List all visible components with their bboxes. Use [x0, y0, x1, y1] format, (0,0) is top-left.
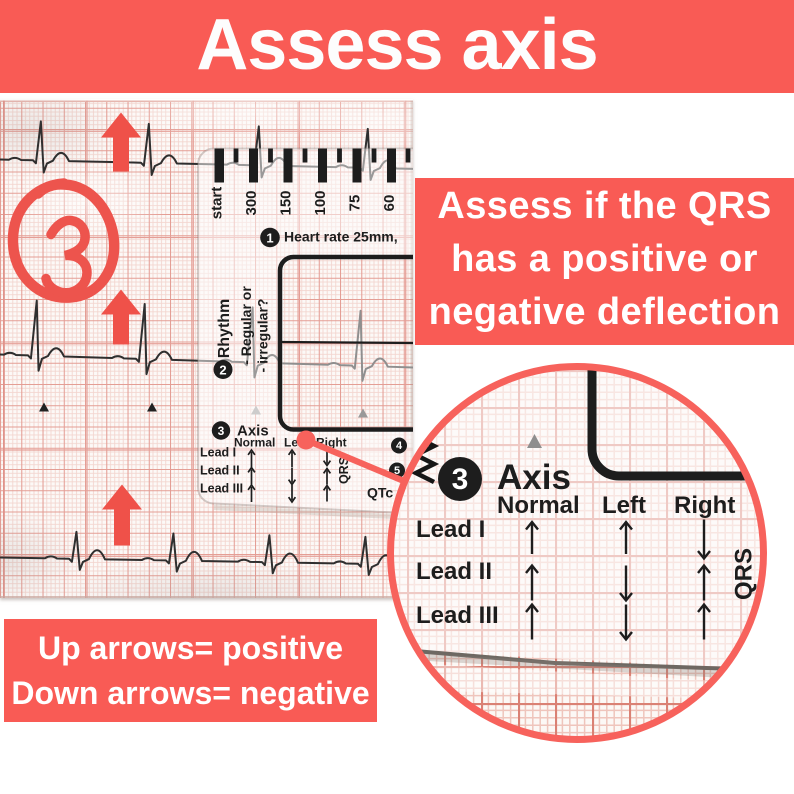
- svg-text:QRS: QRS: [731, 548, 758, 600]
- svg-text:Lead I: Lead I: [200, 446, 236, 460]
- svg-text:3: 3: [452, 463, 469, 496]
- svg-text:150: 150: [278, 190, 295, 215]
- svg-text:Right: Right: [674, 492, 735, 519]
- svg-text:100: 100: [312, 190, 329, 215]
- svg-text:- Regular or: - Regular or: [238, 286, 254, 365]
- svg-text:Axis: Axis: [237, 423, 269, 440]
- svg-text:Lead III: Lead III: [200, 482, 243, 496]
- svg-text:QTc: QTc: [367, 485, 393, 501]
- svg-text:Normal: Normal: [497, 492, 580, 519]
- svg-text:- irregular?: - irregular?: [255, 299, 271, 373]
- svg-text:Lead II: Lead II: [200, 464, 240, 478]
- svg-text:2: 2: [219, 363, 226, 378]
- svg-text:Axis: Axis: [497, 458, 571, 497]
- svg-text:QRS: QRS: [337, 457, 351, 484]
- svg-text:Lead II: Lead II: [416, 558, 492, 585]
- svg-text:Left: Left: [602, 492, 646, 519]
- svg-text:75: 75: [347, 195, 364, 212]
- svg-text:1: 1: [266, 231, 273, 246]
- svg-text:Heart rate 25mm,: Heart rate 25mm,: [284, 229, 398, 245]
- svg-text:3: 3: [218, 424, 225, 438]
- svg-text:300: 300: [243, 190, 260, 215]
- svg-text:60: 60: [381, 195, 398, 212]
- svg-text:5: 5: [394, 465, 400, 477]
- svg-text:4: 4: [396, 440, 403, 452]
- svg-text:Normal: Normal: [234, 436, 275, 450]
- svg-text:start: start: [209, 187, 226, 220]
- svg-text:Lead I: Lead I: [416, 516, 485, 543]
- svg-text:Rhythm: Rhythm: [216, 299, 233, 359]
- svg-text:Lead III: Lead III: [416, 602, 499, 629]
